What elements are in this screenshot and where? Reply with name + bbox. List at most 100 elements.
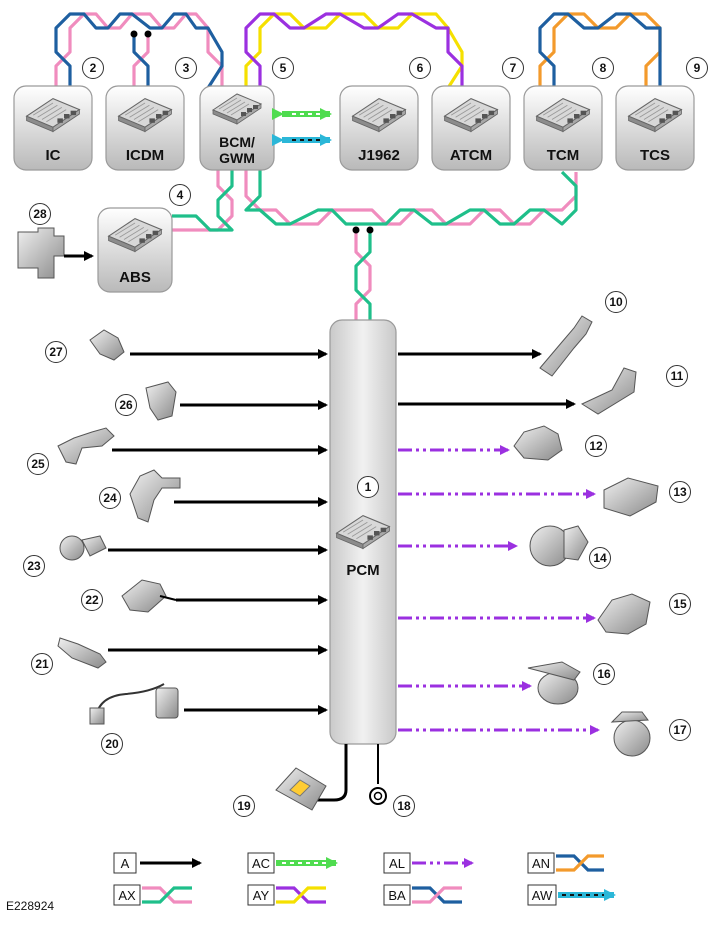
module-label-gwm: GWM	[219, 150, 255, 166]
callout-20: 20	[101, 733, 123, 755]
module-label-tcs: TCS	[640, 147, 670, 164]
legend-swatch-ay	[276, 886, 326, 904]
callout-number: 12	[589, 439, 603, 453]
callout-12: 12	[585, 435, 607, 457]
callout-circle	[592, 57, 614, 79]
module-ic: IC	[13, 85, 93, 171]
callout-circle	[669, 719, 691, 741]
module-label-j1962: J1962	[358, 147, 400, 164]
actuator-10	[539, 315, 593, 377]
callout-2: 2	[82, 57, 104, 79]
legend-code-ax: AX	[118, 888, 136, 903]
sensor-20	[89, 683, 179, 725]
reference-number: E228924	[6, 899, 54, 913]
module-tcm: TCM	[523, 85, 603, 171]
callout-19: 19	[233, 795, 255, 817]
callout-number: 2	[90, 61, 97, 75]
module-tcs: TCS	[615, 85, 695, 171]
callout-number: 5	[280, 61, 287, 75]
splice-dot	[366, 226, 374, 234]
callout-24: 24	[99, 487, 121, 509]
callout-28: 28	[29, 203, 51, 225]
callout-number: 28	[33, 207, 47, 221]
callout-circle	[666, 365, 688, 387]
callout-14: 14	[589, 547, 611, 569]
callout-25: 25	[27, 453, 49, 475]
sensor-22	[121, 579, 177, 613]
sensor-25	[57, 427, 115, 465]
legend-code-a: A	[121, 856, 130, 871]
callout-number: 25	[31, 457, 45, 471]
callout-27: 27	[45, 341, 67, 363]
callout-16: 16	[593, 663, 615, 685]
module-bcm-gwm: BCM/ GWM	[199, 85, 275, 171]
callout-4: 4	[169, 184, 191, 206]
legend-code-ay: AY	[253, 888, 270, 903]
callout-1: 1	[357, 476, 379, 498]
callout-7: 7	[502, 57, 524, 79]
callout-number: 14	[593, 551, 607, 565]
callout-9: 9	[686, 57, 708, 79]
callout-number: 8	[600, 61, 607, 75]
actuator-17	[610, 711, 651, 757]
sensor-26	[145, 381, 177, 421]
callout-number: 7	[510, 61, 517, 75]
actuator-13	[603, 477, 659, 517]
callout-circle	[272, 57, 294, 79]
callout-10: 10	[605, 291, 627, 313]
legend-swatch-an	[556, 854, 604, 872]
callout-number: 3	[183, 61, 190, 75]
module-atcm: ATCM	[431, 85, 511, 171]
callout-circle	[669, 593, 691, 615]
components	[57, 315, 659, 811]
bus-ax-pcm-pink	[354, 230, 372, 322]
callout-circle	[115, 394, 137, 416]
pcm-outputs	[398, 349, 600, 735]
callout-number: 19	[237, 799, 251, 813]
legend: A AX AC AY AL BA AN	[113, 852, 616, 906]
callout-number: 11	[671, 369, 684, 383]
callout-number: 6	[417, 61, 424, 75]
actuator-11	[580, 367, 637, 415]
callout-number: 21	[35, 657, 49, 671]
module-label-ic: IC	[46, 147, 61, 164]
callout-circle	[45, 341, 67, 363]
bus-ba-drop-blue	[132, 34, 150, 88]
callout-23: 23	[23, 555, 45, 577]
callout-number: 20	[105, 737, 119, 751]
callout-circle	[23, 555, 45, 577]
callout-number: 15	[673, 597, 687, 611]
callout-6: 6	[409, 57, 431, 79]
callout-21: 21	[31, 653, 53, 675]
splice-dot	[352, 226, 360, 234]
callout-11: 11	[666, 365, 688, 387]
callout-circle	[169, 184, 191, 206]
legend-code-aw: AW	[532, 888, 553, 903]
module-pcm: PCM	[329, 319, 397, 745]
callout-number: 10	[609, 295, 623, 309]
callout-circle	[233, 795, 255, 817]
callout-circle	[357, 476, 379, 498]
fuse-icon	[275, 767, 327, 811]
pcm-power-ground	[316, 744, 387, 805]
callout-circle	[585, 435, 607, 457]
callout-circle	[31, 653, 53, 675]
callout-circle	[589, 547, 611, 569]
legend-code-ac: AC	[252, 856, 270, 871]
callout-circle	[81, 589, 103, 611]
callout-circle	[409, 57, 431, 79]
callout-number: 18	[397, 799, 411, 813]
bus-ay-purple	[244, 12, 464, 88]
module-abs: ABS	[97, 207, 173, 293]
module-label-atcm: ATCM	[450, 147, 492, 164]
callout-26: 26	[115, 394, 137, 416]
callout-13: 13	[669, 481, 691, 503]
callout-circle	[605, 291, 627, 313]
actuator-14	[529, 525, 589, 567]
splice-dot	[130, 30, 138, 38]
actuator-12	[513, 425, 563, 461]
network-wiring-lower	[172, 168, 578, 322]
callout-8: 8	[592, 57, 614, 79]
